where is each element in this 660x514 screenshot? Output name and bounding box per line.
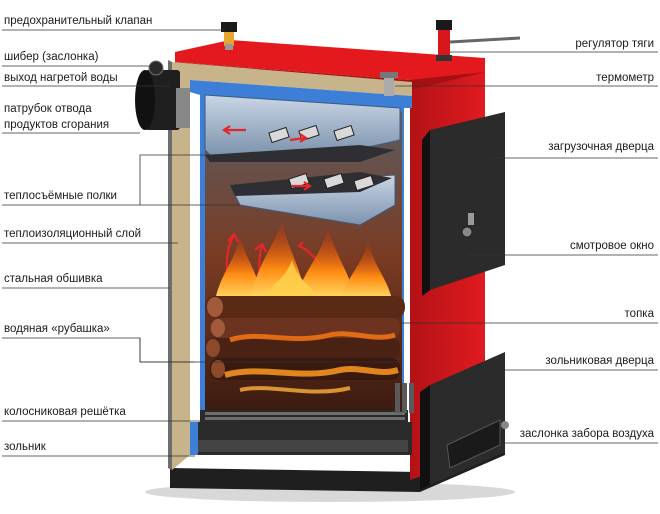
grate — [200, 410, 408, 422]
label-air-damper: заслонка забора воздуха — [519, 428, 654, 440]
damper-knob — [148, 60, 164, 76]
label-ash-door: зольниковая дверца — [545, 355, 654, 367]
ash-pit-blue — [190, 422, 198, 455]
label-draft-regulator: регулятор тяги — [575, 38, 654, 50]
air-damper-plate — [446, 419, 501, 469]
label-damper: шибер (заслонка) — [4, 51, 99, 63]
leader-lines — [2, 29, 658, 457]
label-grate: колосниковая решётка — [4, 406, 126, 418]
loading-door — [430, 112, 505, 290]
air-damper-screw — [501, 421, 509, 429]
flames — [215, 222, 392, 300]
label-water-jacket: водяная «рубашка» — [4, 323, 110, 335]
label-flue-pipe-line1: патрубок отвода — [4, 103, 92, 115]
label-hot-water-outlet: выход нагретой воды — [4, 72, 118, 84]
outer-steel-casing — [168, 60, 172, 470]
label-safety-valve: предохранительный клапан — [4, 15, 153, 27]
heat-shelf-lower-plate — [230, 172, 392, 196]
heat-shelf-upper-plate — [205, 145, 395, 162]
draft-regulator — [436, 20, 521, 61]
grate-ribs — [395, 383, 414, 413]
label-insulation: теплоизоляционный слой — [4, 228, 142, 240]
flue-pipe — [135, 60, 190, 130]
door-hinge-top — [468, 213, 474, 225]
label-steel-casing: стальная обшивка — [4, 273, 103, 285]
firewood — [205, 296, 405, 394]
viewing-window-knob — [461, 226, 473, 238]
casing-top — [175, 40, 485, 80]
label-thermometer: термометр — [596, 72, 654, 84]
thermometer — [380, 72, 398, 96]
label-heat-shelves: теплосъёмные полки — [4, 190, 117, 202]
ash-pit-floor — [195, 440, 408, 452]
ash-door-frame — [420, 385, 430, 490]
label-loading-door: загрузочная дверца — [548, 141, 654, 153]
loading-door-frame — [422, 130, 430, 296]
label-viewing-window: смотровое окно — [570, 240, 654, 252]
label-flue-pipe-line2: продуктов сгорания — [4, 119, 110, 131]
label-ash-pit: зольник — [4, 441, 46, 453]
label-firebox: топка — [624, 308, 654, 320]
safety-valve — [221, 22, 237, 50]
